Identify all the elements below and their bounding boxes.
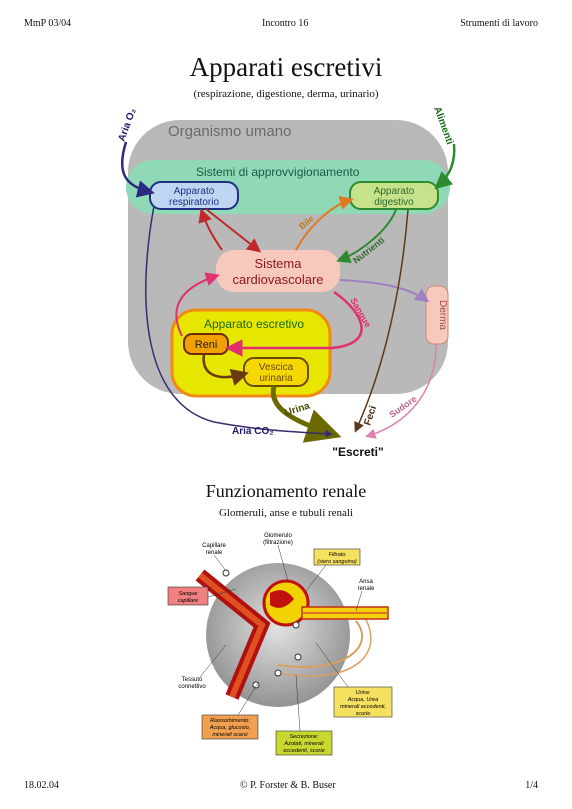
footer-right: 1/4 [525, 780, 538, 791]
section1-title: Apparati escretivi [189, 52, 383, 82]
secretion-label-2: Azotati, minerali [283, 741, 324, 747]
bladder-label-1: Vescica [259, 362, 294, 373]
secretion-callout [275, 730, 333, 756]
air-o2-label: Aria O₂ [116, 107, 138, 143]
kidneys-label: Reni [195, 339, 218, 351]
urine-label: Urina [284, 400, 312, 418]
header-right: Strumenti di lavoro [460, 18, 538, 29]
cardiovascular-label-1: Sistema [255, 256, 303, 271]
tissue-label-1: Tessuto [182, 677, 203, 683]
secretion-label-3: eccedenti, scorie [283, 748, 324, 754]
air-co2-label: Aria CO₂ [232, 426, 274, 437]
digestive-label-1: Apparato [374, 186, 415, 197]
header-left: MmP 03/04 [24, 18, 72, 29]
organism-label: Organismo umano [168, 123, 291, 140]
bladder-label-2: urinaria [259, 373, 293, 384]
tissue-label-2: connettivo [178, 684, 206, 690]
urine-label-4: scorie [356, 711, 371, 717]
urine-label-1: Urina: [356, 690, 371, 696]
respiratory-label-1: Apparato [174, 186, 215, 197]
excretory-label: Apparato escretivo [204, 317, 304, 331]
blood-label-1: Sangue [179, 591, 198, 597]
filtrate-label-2: (siero sanguino) [317, 559, 357, 565]
urine-callout [333, 686, 393, 718]
digestive-box [349, 181, 439, 210]
reabsorption-label-2: Acqua, glucosio, [209, 725, 250, 731]
urine-label-2: Acqua, Urea [347, 697, 379, 703]
respiratory-label-2: respiratorio [169, 197, 219, 208]
footer-center: © P. Forster & B. Buser [240, 780, 336, 791]
derma-label: Derma [437, 300, 448, 330]
supply-systems-label: Sistemi di approvvigionamento [196, 165, 360, 179]
cardiovascular-box [216, 250, 340, 292]
header-center: Incontro 16 [262, 18, 309, 29]
glomerulus-label-1: Glomerulo [264, 533, 292, 539]
blood-label-2: capillare [178, 598, 198, 604]
capillary-label-2: renale [206, 550, 223, 556]
section1-subtitle: (respirazione, digestione, derma, urinar… [193, 88, 379, 100]
reabsorption-callout [201, 714, 259, 740]
excreta-label: "Escreti" [332, 445, 383, 459]
section2-title: Funzionamento renale [205, 481, 367, 501]
loop-label-1: Ansa [359, 579, 373, 585]
reabsorption-label-1: Riassorbimento: [210, 718, 250, 724]
filtrate-label-1: Filtrato [329, 552, 346, 558]
excretory-systems-diagram: Organismo umano Sistemi di approvvigiona… [116, 105, 456, 459]
cardiovascular-label-2: cardiovascolare [232, 272, 323, 287]
loop-label-2: renale [358, 586, 375, 592]
reabsorption-label-3: minerali scarsi [212, 732, 248, 738]
urine-label-3: minerali eccedenti, [340, 704, 386, 710]
digestive-label-2: digestivo [374, 197, 414, 208]
kidney-function-diagram: Capillare renale Glomerulo (filtrazione)… [167, 533, 393, 756]
secretion-label-1: Secrezione: [289, 734, 319, 740]
filtrate-callout [313, 548, 361, 566]
capillary-label-1: Capillare [202, 543, 226, 549]
footer-left: 18.02.04 [24, 780, 59, 791]
blood-callout [167, 586, 209, 606]
glomerulus-label-2: (filtrazione) [263, 540, 293, 546]
derma-box [425, 285, 449, 345]
section2-subtitle: Glomeruli, anse e tubuli renali [218, 507, 354, 519]
